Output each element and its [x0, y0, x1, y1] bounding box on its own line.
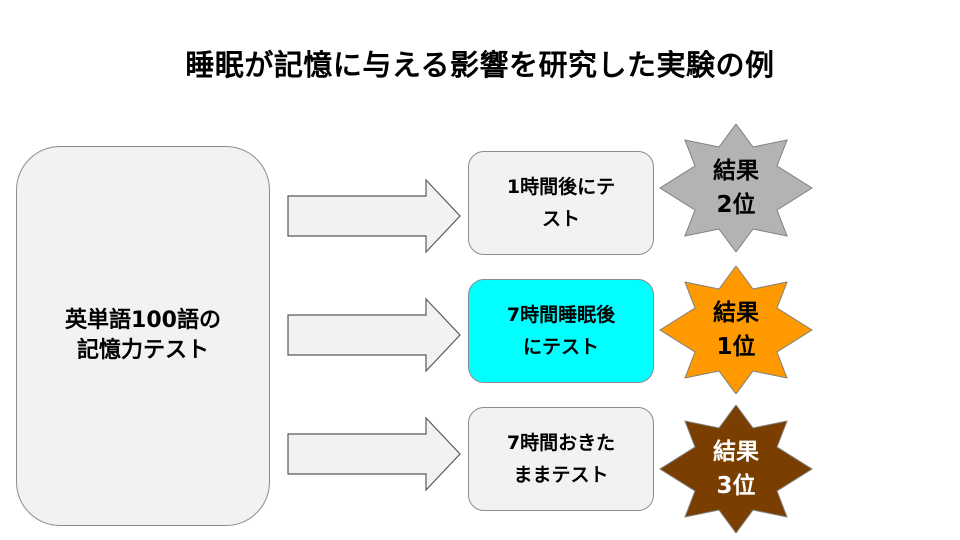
arrow-to-condition-1	[287, 178, 461, 254]
condition-box-3: 7時間おきた ままテスト	[468, 407, 654, 511]
result-label-2: 結果 1位	[713, 300, 759, 360]
result-star-3: 結果 3位	[656, 405, 816, 533]
condition-box-2: 7時間睡眠後 にテスト	[468, 279, 654, 383]
memory-test-box: 英単語100語の 記憶力テスト	[16, 146, 270, 526]
condition-label-3: 7時間おきた ままテスト	[506, 432, 616, 486]
arrow-to-condition-3	[287, 416, 461, 492]
star-shape-1	[659, 124, 813, 252]
condition-label-1: 1時間後にテ スト	[506, 176, 616, 230]
page-title: 睡眠が記憶に与える影響を研究した実験の例	[185, 48, 775, 82]
memory-test-label: 英単語100語の 記憶力テスト	[65, 308, 221, 363]
result-label-1: 結果 2位	[713, 158, 759, 218]
result-star-2: 結果 1位	[656, 266, 816, 394]
result-label-3: 結果 3位	[713, 439, 759, 499]
arrow-to-condition-2	[287, 297, 461, 373]
condition-box-1: 1時間後にテ スト	[468, 151, 654, 255]
result-star-1: 結果 2位	[656, 124, 816, 252]
condition-label-2: 7時間睡眠後 にテスト	[506, 304, 616, 358]
star-shape-3	[659, 405, 813, 533]
star-shape-2	[659, 266, 813, 394]
